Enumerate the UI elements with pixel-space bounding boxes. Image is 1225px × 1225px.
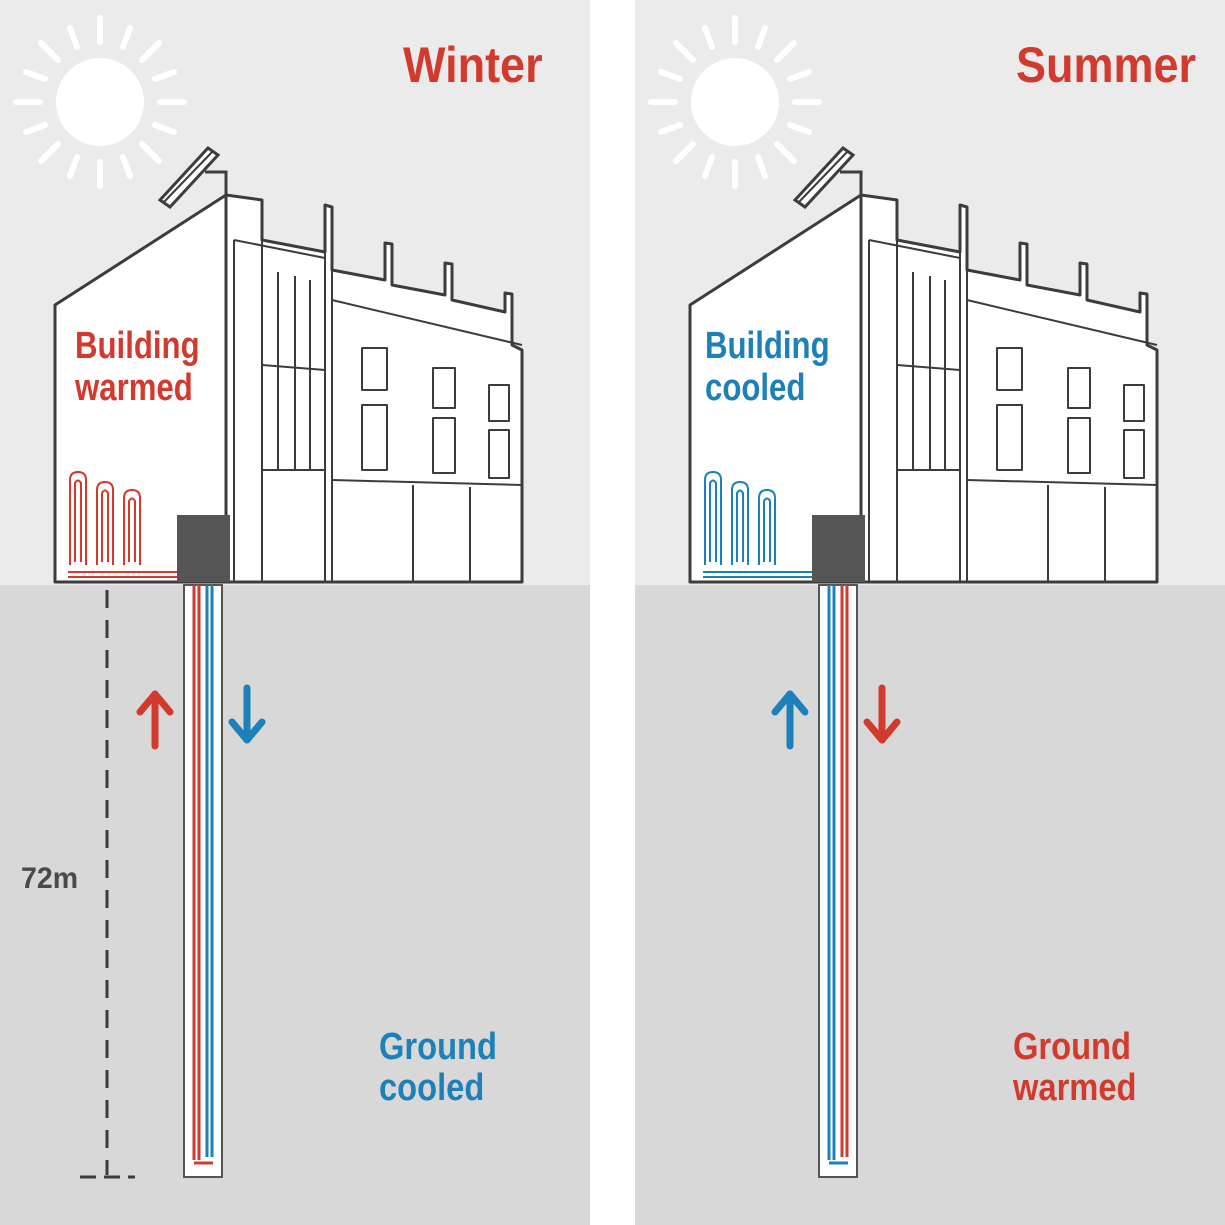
borehole	[183, 584, 223, 1178]
summer-scene	[635, 0, 1225, 1225]
building-label-line1: Building	[75, 325, 200, 367]
heat-pump-icon	[177, 515, 230, 582]
depth-line	[80, 590, 135, 1179]
ground-label-line1: Ground	[1013, 1026, 1131, 1068]
season-title: Winter	[403, 37, 543, 93]
up-arrow-icon	[136, 690, 174, 750]
building-label-line1: Building	[705, 325, 830, 367]
radiator-icon	[703, 470, 813, 578]
ground-loop-pipes	[827, 585, 849, 1165]
sun-icon	[648, 15, 822, 189]
ground-loop-pipes	[192, 585, 214, 1165]
heat-pump-icon	[812, 515, 865, 582]
ground	[0, 585, 590, 1225]
building-label-line2: cooled	[705, 367, 806, 409]
borehole	[818, 584, 858, 1178]
down-arrow-icon	[863, 684, 901, 744]
building-label-line2: warmed	[75, 367, 193, 409]
ground	[635, 585, 1225, 1225]
radiator-icon	[68, 470, 178, 578]
winter-panel: Winter Building warmed Ground cooled 72m	[0, 0, 590, 1225]
up-arrow-icon	[771, 690, 809, 750]
ground-label-line2: warmed	[1013, 1067, 1137, 1109]
ground-label-line2: cooled	[379, 1067, 485, 1109]
depth-label: 72m	[21, 862, 79, 895]
season-title: Summer	[1016, 37, 1197, 93]
summer-panel: Summer Building cooled Ground warmed	[635, 0, 1225, 1225]
winter-scene	[0, 0, 590, 1225]
sun-icon	[13, 15, 187, 189]
down-arrow-icon	[228, 684, 266, 744]
ground-label-line1: Ground	[379, 1026, 497, 1068]
